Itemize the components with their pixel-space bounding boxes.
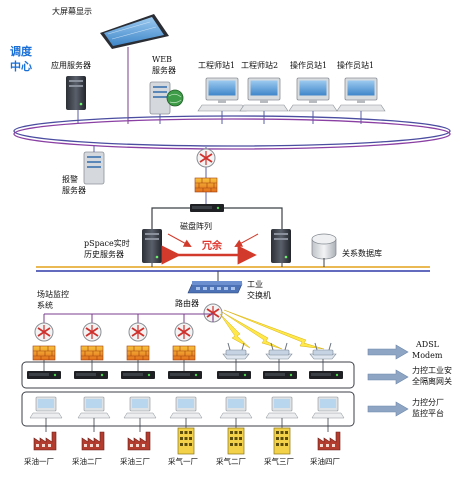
app-server-label: 应用服务器 — [51, 60, 91, 70]
application-server-icon — [66, 76, 86, 110]
station-firewall-3-icon — [126, 345, 150, 361]
station-router-3-icon — [128, 322, 148, 342]
legend-arrow-adsl — [367, 344, 409, 360]
engineer-station-2-icon — [239, 77, 289, 112]
legend-monitor-line1: 力控分厂 — [412, 397, 444, 407]
engineer-station-1-label: 工程师站1 — [198, 60, 235, 70]
oil-plant-3-icon — [127, 431, 151, 451]
industrial-switch-icon — [187, 281, 243, 294]
redundant-history-server-icon — [271, 229, 291, 263]
station-pc-3-icon — [123, 396, 157, 419]
industrial-switch-label-line2: 交换机 — [247, 290, 271, 300]
big-screen-label: 大屏幕显示 — [52, 6, 92, 16]
disk-array-icon — [167, 233, 259, 247]
station-firewall-2-icon — [80, 345, 104, 361]
site-label-oil-3: 采油三厂 — [120, 456, 150, 466]
legend-isolator-line1: 力控工业安 — [412, 365, 452, 375]
plant-bus-lines — [36, 266, 430, 272]
isolator-2-icon — [74, 371, 108, 379]
isolator-5-icon — [217, 371, 251, 379]
web-server-label-line1: WEB — [152, 55, 172, 64]
wireless-ap-3-icon — [309, 342, 337, 360]
legend-monitor-line2: 监控平台 — [412, 408, 444, 418]
station-router-2-icon — [82, 322, 102, 342]
router-label: 路由器 — [175, 298, 199, 308]
isolation-tier-frame — [21, 361, 355, 389]
station-pc-1-icon — [29, 396, 63, 419]
gas-plant-3-icon — [273, 427, 291, 455]
wireless-links — [219, 309, 325, 350]
pspace-history-server-icon — [142, 229, 162, 263]
legend-isolator-line2: 全隔离网关 — [412, 376, 452, 386]
operator-station-a-icon — [288, 77, 338, 112]
relational-database-icon — [311, 233, 337, 260]
pspace-label-line1: pSpace实时 — [84, 238, 130, 248]
site-label-gas-2: 采气二厂 — [216, 456, 246, 466]
isolator-7-icon — [309, 371, 343, 379]
station-pc-7-icon — [311, 396, 345, 419]
pspace-label-line2: 历史服务器 — [84, 249, 124, 259]
core-router-icon — [196, 148, 216, 168]
alarm-server-icon — [83, 151, 105, 185]
web-server-icon — [149, 81, 184, 115]
disk-array-label: 磁盘阵列 — [180, 221, 212, 231]
isolator-1-icon — [27, 371, 61, 379]
relational-db-label: 关系数据库 — [342, 248, 382, 258]
oil-plant-2-icon — [81, 431, 105, 451]
isolator-4-icon — [168, 371, 202, 379]
legend-adsl-line1: ADSL — [415, 340, 440, 349]
web-server-label-line2: 服务器 — [152, 65, 176, 75]
site-label-oil-4: 采油四厂 — [310, 456, 340, 466]
site-label-gas-3: 采气三厂 — [264, 456, 294, 466]
operator-station-a-label: 操作员站1 — [290, 60, 327, 70]
alarm-server-label-line2: 服务器 — [62, 185, 86, 195]
core-firewall-icon — [194, 177, 218, 193]
station-pc-4-icon — [169, 396, 203, 419]
monitor-tier-frame — [21, 391, 355, 427]
site-label-gas-1: 采气一厂 — [168, 456, 198, 466]
alarm-server-label-line1: 报警 — [62, 174, 78, 184]
oil-plant-1-icon — [33, 431, 57, 451]
dispatch-center-label-line2: 中心 — [10, 59, 32, 73]
isolator-3-icon — [121, 371, 155, 379]
station-firewall-1-icon — [32, 345, 56, 361]
site-label-oil-2: 采油二厂 — [72, 456, 102, 466]
station-pc-6-icon — [265, 396, 299, 419]
gas-plant-1-icon — [177, 427, 195, 455]
station-monitor-label-line1: 场站监控 — [37, 289, 69, 299]
station-monitor-label-line2: 系统 — [37, 300, 53, 310]
site-label-oil-1: 采油一厂 — [24, 456, 54, 466]
engineer-station-2-label: 工程师站2 — [241, 60, 278, 70]
router-fanout-lines — [43, 313, 214, 324]
operator-station-b-icon — [336, 77, 386, 112]
industrial-switch-label-line1: 工业 — [247, 279, 263, 289]
redundant-ring-network — [13, 115, 451, 150]
tier-feeders — [43, 359, 329, 432]
station-pc-2-icon — [77, 396, 111, 419]
station-router-1-icon — [34, 322, 54, 342]
legend-adsl-line2: Modem — [412, 351, 443, 360]
station-router-4-icon — [174, 322, 194, 342]
station-firewall-4-icon — [172, 345, 196, 361]
station-pc-5-icon — [219, 396, 253, 419]
dispatch-center-label-line1: 调度 — [10, 44, 33, 58]
engineer-station-1-icon — [197, 77, 247, 112]
mid-tier-links — [151, 207, 283, 232]
gas-plant-2-icon — [227, 427, 245, 455]
operator-station-b-label: 操作员站1 — [337, 60, 374, 70]
oil-plant-4-icon — [317, 431, 341, 451]
redundancy-label: 冗余 — [202, 239, 223, 252]
legend-arrow-monitor — [367, 401, 409, 417]
isolator-6-icon — [263, 371, 297, 379]
core-isolator-icon — [190, 204, 224, 212]
legend-arrow-isolator — [367, 369, 409, 385]
big-screen-display — [100, 14, 169, 49]
